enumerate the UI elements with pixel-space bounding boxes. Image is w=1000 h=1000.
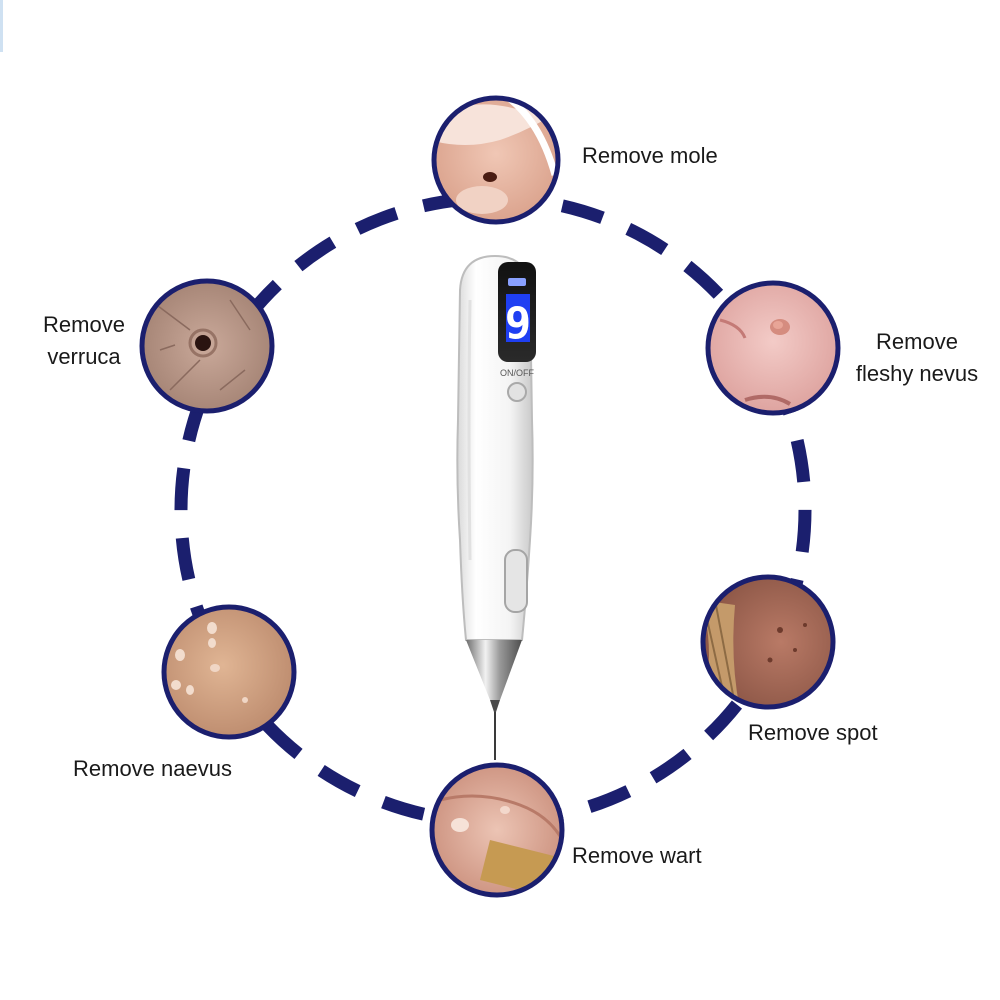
photo-remove-verruca	[139, 278, 275, 414]
caption-remove-verruca: Remove verruca	[43, 312, 125, 369]
caption-remove-spot: Remove spot	[748, 720, 878, 745]
caption-remove-wart: Remove wart	[572, 843, 702, 868]
caption-remove-fleshy-nevus: Remove fleshy nevus	[855, 329, 979, 386]
edge-tab	[0, 0, 3, 52]
photo-remove-naevus	[161, 604, 297, 740]
caption-remove-naevus: Remove naevus	[73, 756, 232, 781]
display-digit: 9	[505, 298, 532, 349]
photo-remove-spot	[700, 574, 836, 710]
photo-remove-mole	[431, 95, 561, 225]
photo-remove-wart	[429, 762, 565, 898]
caption-remove-mole: Remove mole	[582, 143, 718, 168]
dashed-ring	[174, 191, 812, 829]
mole-removal-pen-icon: 9 ON/OFF	[456, 254, 536, 760]
photo-remove-fleshy-nevus	[705, 280, 841, 416]
power-button[interactable]	[507, 382, 527, 402]
mode-button[interactable]	[504, 549, 528, 613]
metal-tip	[466, 640, 522, 700]
power-label: ON/OFF	[500, 368, 534, 378]
